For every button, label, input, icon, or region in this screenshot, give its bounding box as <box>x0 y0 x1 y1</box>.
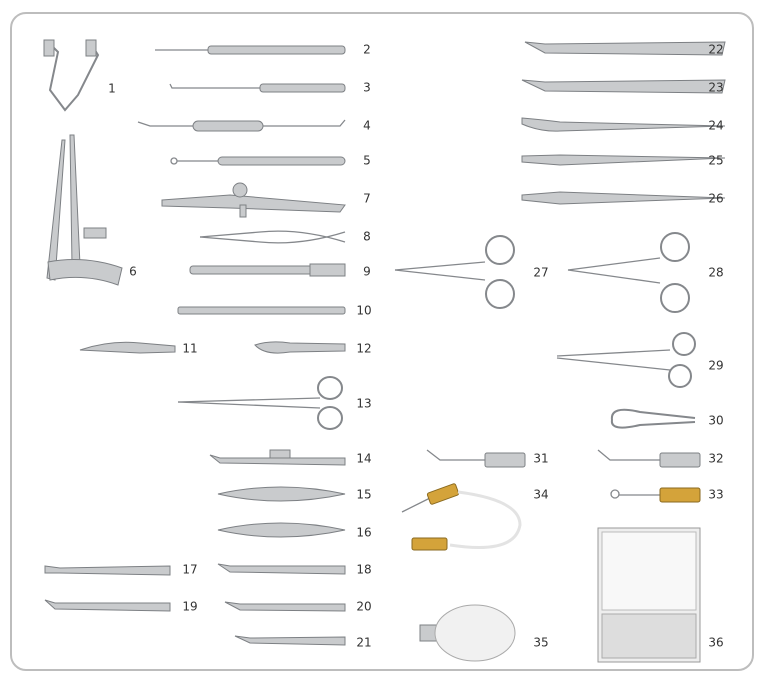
item-number-16: 16 <box>356 526 371 540</box>
instrument-32 <box>597 449 701 468</box>
instrument-13 <box>177 376 343 430</box>
instrument-33 <box>610 487 701 503</box>
instrument-20 <box>224 601 346 612</box>
item-number-21: 21 <box>356 636 371 650</box>
item-number-2: 2 <box>363 43 371 57</box>
item-number-31: 31 <box>533 452 548 466</box>
catalog-frame <box>10 12 754 671</box>
item-number-8: 8 <box>363 230 371 244</box>
item-number-29: 29 <box>708 359 723 373</box>
instrument-21 <box>234 635 346 646</box>
instrument-3 <box>169 83 346 93</box>
item-number-23: 23 <box>708 81 723 95</box>
item-number-10: 10 <box>356 304 371 318</box>
instrument-19 <box>44 599 171 612</box>
instrument-30 <box>610 408 696 429</box>
instrument-12 <box>254 341 346 354</box>
item-number-18: 18 <box>356 563 371 577</box>
instrument-28 <box>567 232 690 313</box>
instrument-6-caliper <box>46 134 123 286</box>
item-number-22: 22 <box>708 43 723 57</box>
instrument-27 <box>394 235 515 309</box>
item-number-14: 14 <box>356 452 371 466</box>
item-number-25: 25 <box>708 154 723 168</box>
instrument-36-sterilization-box <box>597 527 701 663</box>
item-number-26: 26 <box>708 192 723 206</box>
instrument-11 <box>79 341 176 354</box>
instrument-10 <box>177 306 346 315</box>
instrument-25 <box>521 154 726 166</box>
instrument-5 <box>170 156 346 166</box>
instrument-31 <box>426 449 526 468</box>
item-number-13: 13 <box>356 397 371 411</box>
item-number-3: 3 <box>363 81 371 95</box>
item-number-27: 27 <box>533 266 548 280</box>
item-number-32: 32 <box>708 452 723 466</box>
item-number-19: 19 <box>182 600 197 614</box>
instrument-18 <box>217 563 346 575</box>
instrument-35-bulb <box>419 604 516 662</box>
item-number-28: 28 <box>708 266 723 280</box>
instrument-24 <box>521 117 726 132</box>
instrument-26 <box>521 191 726 205</box>
instrument-22 <box>524 41 726 56</box>
instrument-23 <box>521 79 726 94</box>
instrument-2 <box>155 45 346 55</box>
item-number-9: 9 <box>363 265 371 279</box>
item-number-1: 1 <box>108 82 116 96</box>
instrument-1-speculum <box>43 39 100 112</box>
instrument-15 <box>217 486 346 502</box>
item-number-7: 7 <box>363 192 371 206</box>
instrument-29 <box>556 332 696 388</box>
item-number-12: 12 <box>356 342 371 356</box>
instrument-16 <box>217 522 346 538</box>
item-number-20: 20 <box>356 600 371 614</box>
item-number-24: 24 <box>708 119 723 133</box>
instrument-8 <box>199 230 346 244</box>
item-number-35: 35 <box>533 636 548 650</box>
instrument-14 <box>209 449 346 466</box>
instrument-4 <box>137 119 346 132</box>
instrument-9 <box>189 263 346 277</box>
item-number-36: 36 <box>708 636 723 650</box>
item-number-33: 33 <box>708 488 723 502</box>
item-number-11: 11 <box>182 342 197 356</box>
item-number-30: 30 <box>708 414 723 428</box>
instrument-17 <box>44 565 171 576</box>
item-number-6: 6 <box>129 265 137 279</box>
item-number-5: 5 <box>363 154 371 168</box>
item-number-17: 17 <box>182 563 197 577</box>
item-number-4: 4 <box>363 119 371 133</box>
instrument-7 <box>161 182 346 218</box>
instrument-34-tubing-set <box>401 483 522 551</box>
item-number-15: 15 <box>356 488 371 502</box>
item-number-34: 34 <box>533 488 548 502</box>
